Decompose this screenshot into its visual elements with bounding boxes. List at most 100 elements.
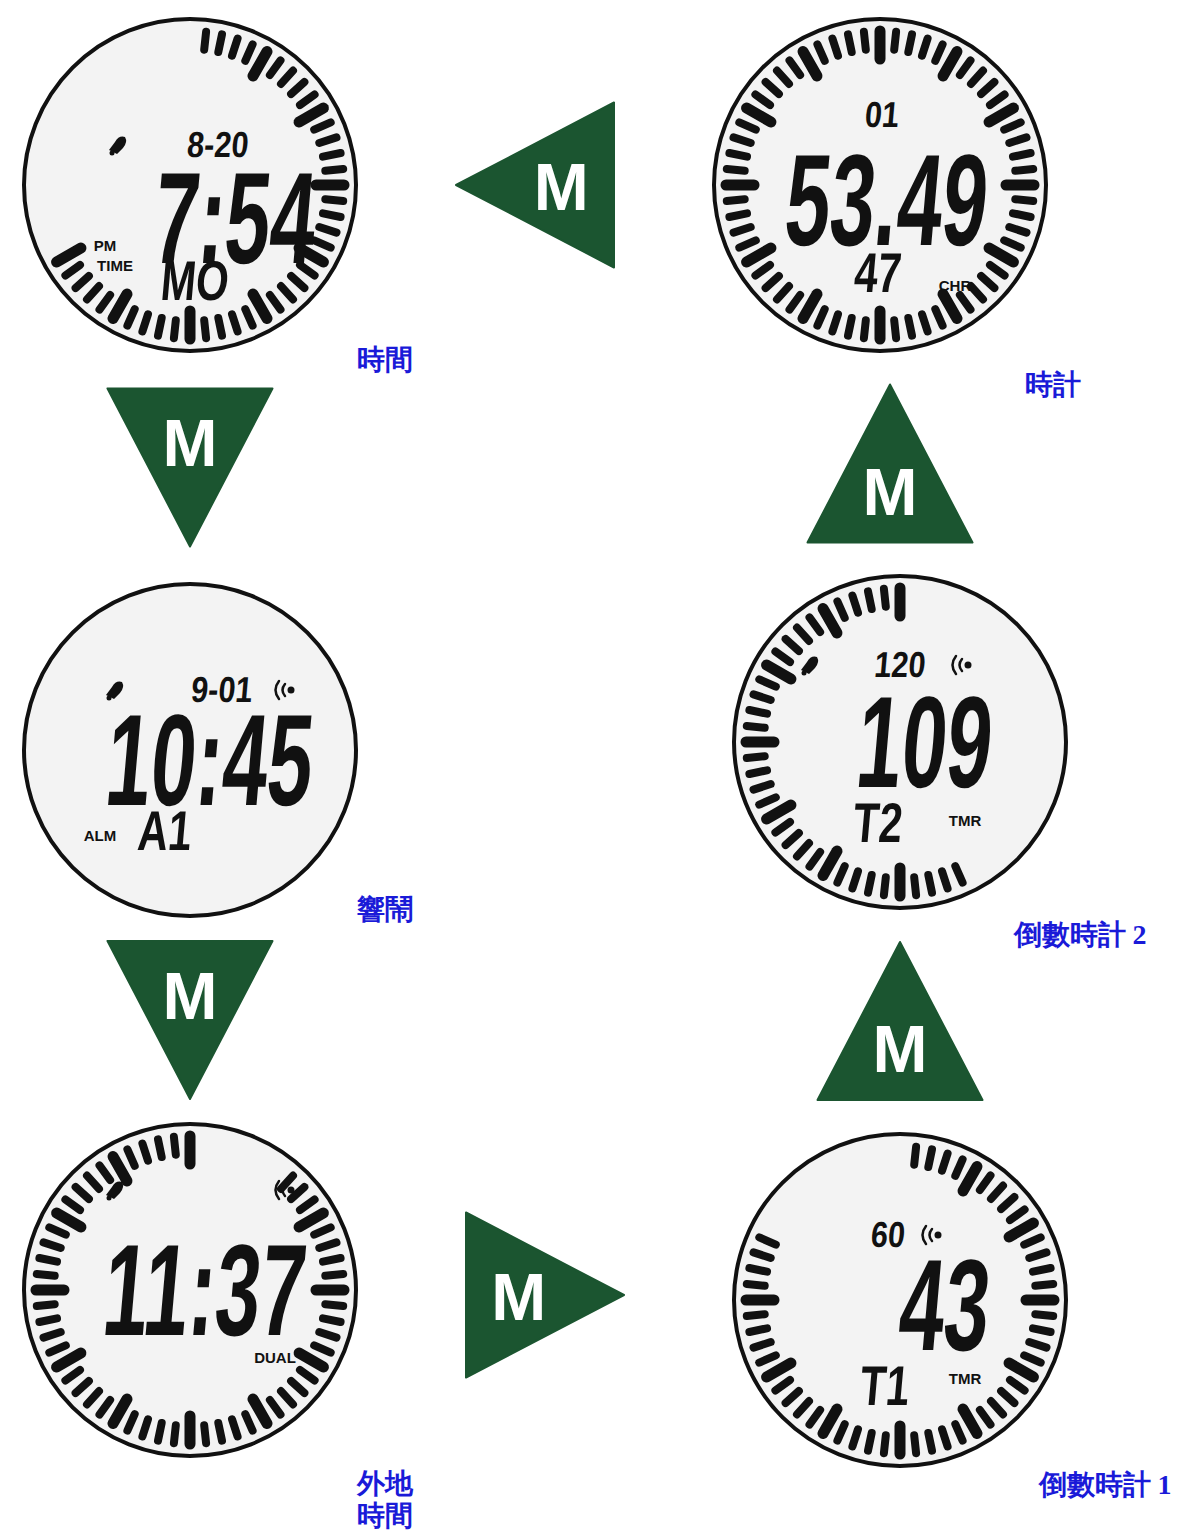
seconds-tick [734,137,751,143]
seconds-tick [766,276,779,288]
mode-button-arrow [818,942,983,1100]
seconds-tick [943,52,957,76]
seconds-tick [754,784,771,790]
face-circle [734,1134,1066,1466]
seconds-tick [928,1149,932,1167]
seconds-tick [253,294,267,318]
mode-button-arrow [466,1213,624,1378]
seconds-tick [1010,1210,1025,1221]
seconds-tick [87,1391,99,1404]
seconds-tick [87,286,99,299]
seconds-tick [942,1154,948,1171]
seconds-tick [323,213,341,217]
seconds-tick [942,871,948,888]
seconds-tick [185,1416,196,1444]
alarm-bell-icon [801,657,818,676]
seconds-tick [852,871,858,888]
button-label: M [163,410,218,476]
seconds-tick [928,875,932,893]
seconds-tick [729,153,747,157]
sound-icon [276,1181,295,1199]
seconds-tick [895,588,906,616]
seconds-tick [884,589,886,607]
seconds-tick [747,756,765,758]
seconds-tick [65,1370,80,1381]
seconds-tick [270,295,281,310]
seconds-tick [49,1227,66,1234]
seconds-tick [316,180,344,191]
seconds-tick [232,314,238,331]
mode-indicator-label: DUAL [254,1349,296,1366]
seconds-tick [823,609,837,633]
seconds-tick [759,797,776,804]
seconds-tick [832,39,838,56]
seconds-tick [777,71,789,84]
seconds-tick [1009,1363,1033,1377]
seconds-tick [316,1285,344,1296]
seconds-tick [158,1139,162,1157]
seconds-tick [747,726,765,728]
button-label: M [863,459,918,525]
sound-wave [283,1184,286,1196]
watch-face: 11:37DUAL外地 時間 [20,1120,360,1460]
seconds-tick [325,1304,343,1306]
mode-caption: 時計 [1025,369,1081,401]
seconds-tick [832,314,838,331]
seconds-tick [759,1237,776,1244]
seconds-tick [963,1167,977,1191]
seconds-tick [914,1435,916,1453]
seconds-tick [1024,1237,1041,1244]
seconds-tick [323,1318,341,1322]
seconds-tick [1015,199,1033,201]
face-circle [734,576,1066,908]
seconds-tick [323,1258,341,1262]
seconds-tick [990,265,1005,276]
sound-wave [276,1181,280,1199]
seconds-tick [1001,1197,1014,1209]
seconds-tick [981,276,994,288]
seconds-tick [759,679,776,686]
button-label: M [873,1016,928,1082]
button-label: M [163,963,218,1029]
seconds-tick [914,1147,916,1165]
seconds-tick [291,1381,304,1393]
seconds-tick [44,1242,61,1248]
seconds-tick [747,108,771,122]
mode-caption: 時間 [357,344,413,376]
seconds-tick [57,248,81,262]
seconds-tick [314,122,331,129]
seconds-tick [868,1433,872,1451]
mode-button-arrow [108,941,273,1099]
seconds-tick [797,628,809,641]
watch-face: 6043T1TMR倒數時計 1 [730,1130,1070,1470]
seconds-tick [875,311,886,339]
seconds-tick [766,82,779,94]
seconds-tick [749,710,767,714]
mode-caption: 外地 時間 [353,1468,417,1532]
seconds-tick [323,153,341,157]
seconds-tick [848,318,852,336]
seconds-tick [790,60,801,75]
seconds-tick [747,1314,765,1316]
seconds-tick [914,877,916,895]
seconds-tick [314,240,331,247]
seconds-tick [803,52,817,76]
seconds-tick [87,1176,99,1189]
watch-face: 120109T2TMR倒數時計 2 [730,572,1070,912]
seconds-tick [971,71,983,84]
seconds-tick [747,248,771,262]
seconds-tick [204,32,206,50]
watch-face: 0153.4947CHR時計 [710,15,1050,355]
seconds-tick [44,1332,61,1338]
seconds-tick [218,1423,222,1441]
mode-indicator-label: TIME [97,257,133,274]
seconds-tick [36,1285,64,1296]
seconds-tick [837,866,844,883]
seconds-tick [894,32,896,50]
seconds-tick [746,737,774,748]
bell-clapper [802,671,807,676]
seconds-tick [1029,1342,1046,1348]
seconds-tick [185,311,196,339]
seconds-tick [57,1353,81,1367]
